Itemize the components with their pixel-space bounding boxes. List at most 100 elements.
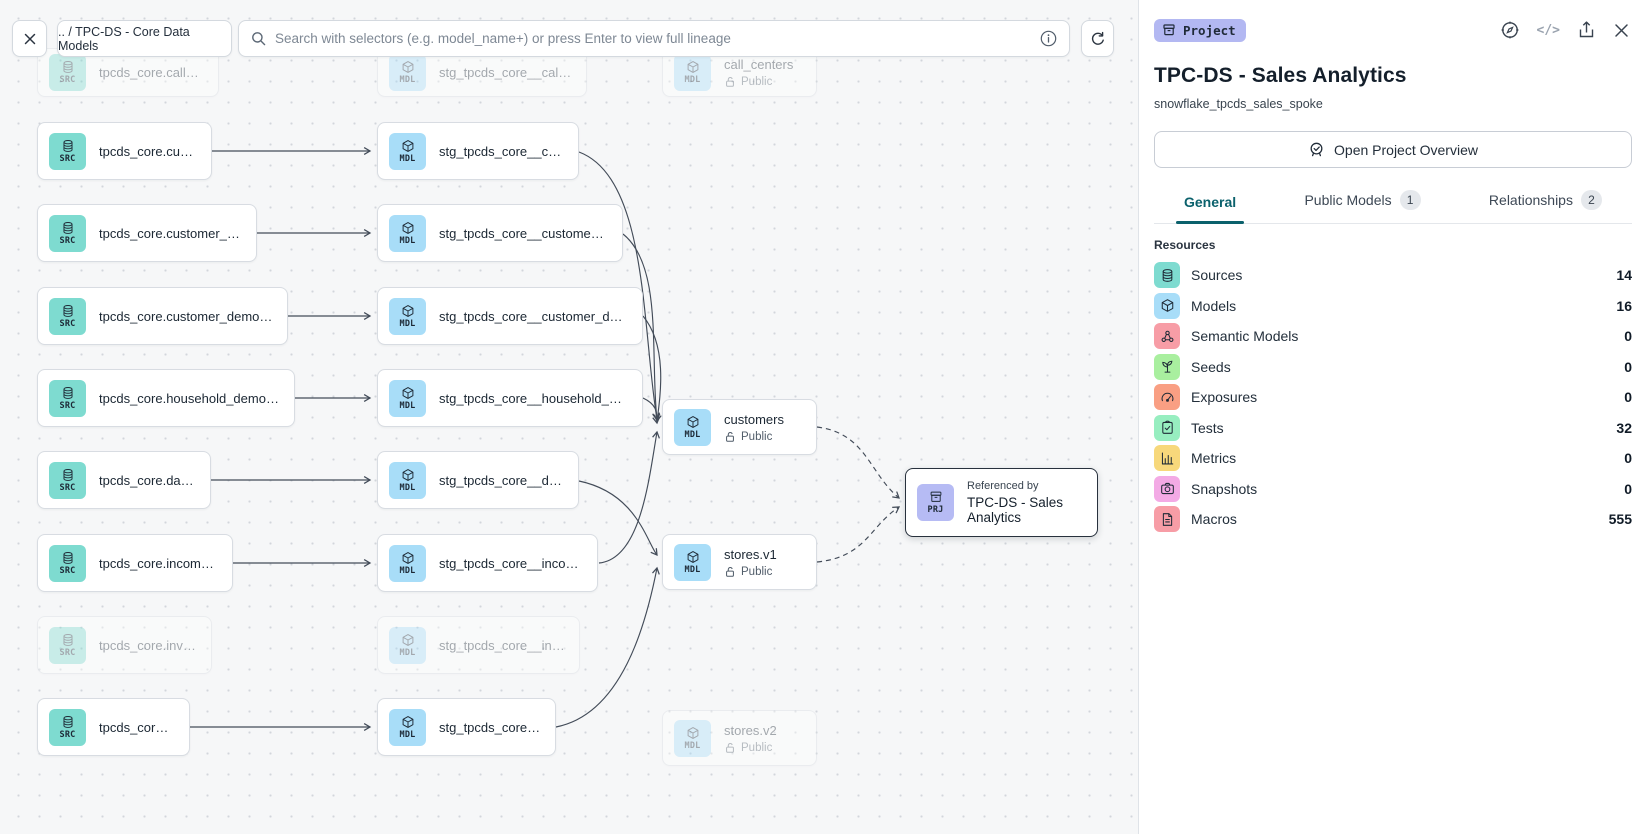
panel-tabs: General Public Models 1 Relationships 2	[1154, 190, 1632, 224]
resource-row-semantic-models[interactable]: Semantic Models 0	[1154, 321, 1632, 352]
seed-icon	[1154, 354, 1180, 380]
resource-row-seeds[interactable]: Seeds 0	[1154, 352, 1632, 383]
close-panel-button[interactable]	[1611, 20, 1632, 41]
cube-icon: MDL	[389, 215, 426, 252]
tab-public-models[interactable]: Public Models 1	[1302, 190, 1422, 223]
node-label: stg_tpcds_core__call_center	[439, 65, 572, 80]
resource-row-sources[interactable]: Sources 14	[1154, 260, 1632, 291]
project-icon: PRJ	[917, 484, 954, 521]
refresh-button[interactable]	[1081, 20, 1114, 57]
resource-row-tests[interactable]: Tests 32	[1154, 413, 1632, 444]
node-label: stores.v2	[724, 723, 777, 738]
node-mdl-stg-customer[interactable]: MDL stg_tpcds_core__customer	[377, 122, 579, 180]
tab-label: Public Models	[1304, 192, 1391, 208]
resource-row-models[interactable]: Models 16	[1154, 291, 1632, 322]
gauge-icon	[1154, 384, 1180, 410]
node-mdl-stores-v2[interactable]: MDLstores.v2 Public	[662, 710, 817, 766]
resource-label: Seeds	[1191, 359, 1613, 375]
resource-label: Semantic Models	[1191, 328, 1613, 344]
node-referenced-by-label: Referenced by	[967, 480, 1083, 492]
node-mdl-stg-customer-address[interactable]: MDLstg_tpcds_core__customer_address	[377, 204, 623, 262]
node-src-inventory[interactable]: SRCtpcds_core.inventory	[37, 616, 212, 674]
close-icon	[23, 32, 37, 46]
node-mdl-stg-income-band[interactable]: MDLstg_tpcds_core__income_band	[377, 534, 598, 592]
close-lineage-button[interactable]	[12, 20, 47, 57]
resource-count: 14	[1616, 267, 1632, 283]
project-icon	[1162, 23, 1176, 37]
node-label: tpcds_core.inventory	[99, 638, 197, 653]
resource-count: 0	[1624, 389, 1632, 405]
view-code-button[interactable]: </>	[1535, 21, 1562, 40]
resource-count: 16	[1616, 298, 1632, 314]
database-icon: SRC	[49, 133, 86, 170]
node-label: stg_tpcds_core__store	[439, 720, 541, 735]
node-access-label: Public	[724, 431, 784, 443]
lineage-edge	[643, 316, 661, 421]
node-src-store[interactable]: SRCtpcds_core.store	[37, 698, 190, 756]
tab-general[interactable]: General	[1182, 194, 1238, 223]
resources-list: Sources 14 Models 16 Semantic Models 0 S…	[1154, 260, 1632, 535]
node-label: tpcds_core.income_band	[99, 556, 218, 571]
tab-label: Relationships	[1489, 192, 1573, 208]
node-mdl-stg-store[interactable]: MDLstg_tpcds_core__store	[377, 698, 556, 756]
breadcrumb[interactable]: .. / TPC-DS - Core Data Models	[57, 20, 232, 57]
resource-label: Exposures	[1191, 389, 1613, 405]
close-icon	[1613, 22, 1630, 39]
resource-label: Models	[1191, 298, 1605, 314]
tab-count-badge: 1	[1400, 190, 1421, 210]
details-panel: Project </>	[1139, 0, 1648, 834]
node-label: stg_tpcds_core__customer	[439, 144, 564, 159]
node-mdl-stg-date-dim[interactable]: MDLstg_tpcds_core__date_dim	[377, 451, 579, 509]
node-label: TPC-DS - Sales Analytics	[967, 495, 1083, 525]
resource-count: 555	[1609, 511, 1632, 527]
search-input[interactable]	[275, 31, 1031, 46]
node-access-label: Public	[724, 566, 777, 578]
lineage-canvas[interactable]: SRCtpcds_core.call_centerSRCtpcds_core.c…	[0, 0, 1139, 834]
node-label: tpcds_core.customer_address	[99, 226, 242, 241]
resource-label: Sources	[1191, 267, 1605, 283]
node-src-customer[interactable]: SRC tpcds_core.customer	[37, 122, 212, 180]
node-label: tpcds_core.customer	[99, 144, 197, 159]
explore-lineage-button[interactable]	[1498, 18, 1522, 42]
database-icon: SRC	[49, 215, 86, 252]
search-icon	[251, 31, 266, 46]
node-src-household-demographics[interactable]: SRCtpcds_core.household_demographics	[37, 369, 295, 427]
node-label: stg_tpcds_core__customer_demogra…	[439, 309, 628, 324]
lineage-edge-cross-project	[817, 427, 899, 498]
resource-row-metrics[interactable]: Metrics 0	[1154, 443, 1632, 474]
tab-relationships[interactable]: Relationships 2	[1487, 190, 1604, 223]
resource-count: 32	[1616, 420, 1632, 436]
document-icon	[1154, 506, 1180, 532]
node-label: tpcds_core.customer_demographics	[99, 309, 273, 324]
node-mdl-customers[interactable]: MDLcustomers Public	[662, 399, 817, 455]
resource-label: Macros	[1191, 511, 1598, 527]
node-src-income-band[interactable]: SRC tpcds_core.income_band	[37, 534, 233, 592]
cube-icon: MDL	[389, 133, 426, 170]
database-icon: SRC	[49, 545, 86, 582]
node-src-date-dim[interactable]: SRCtpcds_core.date_dim	[37, 451, 211, 509]
database-icon	[1154, 262, 1180, 288]
resource-label: Snapshots	[1191, 481, 1613, 497]
node-prj-referenced-by[interactable]: PRJ Referenced by TPC-DS - Sales Analytic…	[905, 468, 1098, 537]
resource-row-exposures[interactable]: Exposures 0	[1154, 382, 1632, 413]
node-label: stg_tpcds_core__date_dim	[439, 473, 564, 488]
open-project-overview-button[interactable]: Open Project Overview	[1154, 131, 1632, 168]
node-src-customer-demographics[interactable]: SRCtpcds_core.customer_demographics	[37, 287, 288, 345]
node-mdl-stg-household-demographics[interactable]: MDLstg_tpcds_core__household_demogr…	[377, 369, 643, 427]
resource-row-macros[interactable]: Macros 555	[1154, 504, 1632, 535]
node-src-customer-address[interactable]: SRC tpcds_core.customer_address	[37, 204, 257, 262]
resource-row-snapshots[interactable]: Snapshots 0	[1154, 474, 1632, 505]
unlock-icon	[724, 742, 736, 754]
cube-icon: MDL	[674, 409, 711, 446]
resource-label: Tests	[1191, 420, 1605, 436]
semantic-graph-icon	[1154, 323, 1180, 349]
resource-label: Metrics	[1191, 450, 1613, 466]
project-type-badge: Project	[1154, 19, 1246, 42]
node-mdl-stg-customer-demographics[interactable]: MDLstg_tpcds_core__customer_demogra…	[377, 287, 643, 345]
node-mdl-stores-v1[interactable]: MDLstores.v1 Public	[662, 534, 817, 590]
node-mdl-stg-inventory[interactable]: MDLstg_tpcds_core__inventory	[377, 616, 580, 674]
info-icon[interactable]	[1040, 30, 1057, 47]
node-access-label: Public	[724, 742, 777, 754]
share-button[interactable]	[1575, 18, 1598, 42]
